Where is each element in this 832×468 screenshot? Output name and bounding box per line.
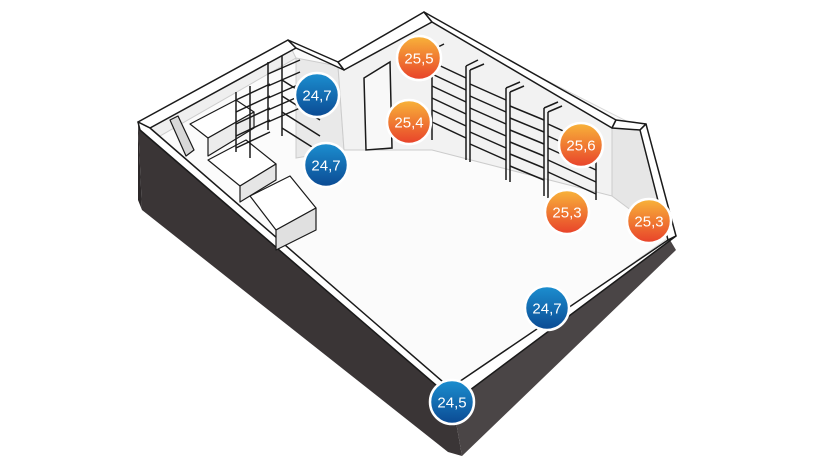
- shelf-unit-left-1: [235, 83, 271, 158]
- corner-exterior-wall: [138, 122, 142, 210]
- sensor-marker-warm[interactable]: 25,5: [395, 34, 443, 82]
- sensor-circle: [428, 378, 476, 426]
- door: [363, 60, 393, 151]
- temperature-sensors: 25,5 24,7 25,4 24,7 25,6 25,3 25,3 24,7 24,5: [293, 34, 673, 426]
- counter-4: [169, 115, 195, 157]
- sensor-marker-warm[interactable]: 25,6: [557, 121, 605, 169]
- sensor-value: 24,7: [311, 158, 340, 175]
- sensor-value: 25,3: [634, 214, 663, 231]
- sensor-marker-warm[interactable]: 25,4: [385, 98, 433, 146]
- exterior-walls: [138, 122, 676, 456]
- sensor-circle: [395, 34, 443, 82]
- sensor-circle: [385, 98, 433, 146]
- sensor-marker-cool[interactable]: 24,7: [302, 141, 350, 189]
- sensor-value: 24,7: [302, 88, 331, 105]
- sensor-value: 25,5: [404, 51, 433, 68]
- shelf-unit-back-2: [469, 63, 521, 180]
- sensor-value: 24,7: [532, 301, 561, 318]
- counter-3-front: [275, 207, 317, 251]
- sensor-circle: [625, 197, 673, 245]
- sensor-circle: [302, 141, 350, 189]
- sensor-marker-warm[interactable]: 25,3: [543, 188, 591, 236]
- sensor-value: 25,3: [552, 205, 581, 222]
- sensor-value: 24,5: [437, 395, 466, 412]
- shelf-unit-left-2: [267, 56, 321, 153]
- sensor-value: 25,4: [394, 115, 423, 132]
- front-exterior-wall: [450, 240, 676, 456]
- sensor-marker-cool[interactable]: 24,7: [523, 284, 571, 332]
- sensor-circle: [543, 188, 591, 236]
- shelf-unit-back-3: [509, 85, 559, 196]
- sensor-marker-cool[interactable]: 24,7: [293, 71, 341, 119]
- counter-2-front: [239, 163, 277, 203]
- counters: [169, 99, 317, 251]
- sensor-circle: [293, 71, 341, 119]
- sensor-value: 25,6: [566, 138, 595, 155]
- left-exterior-wall: [138, 122, 462, 456]
- sensor-marker-cool[interactable]: 24,5: [428, 378, 476, 426]
- sensor-marker-warm[interactable]: 25,3: [625, 197, 673, 245]
- sensor-circle: [557, 121, 605, 169]
- sensor-circle: [523, 284, 571, 332]
